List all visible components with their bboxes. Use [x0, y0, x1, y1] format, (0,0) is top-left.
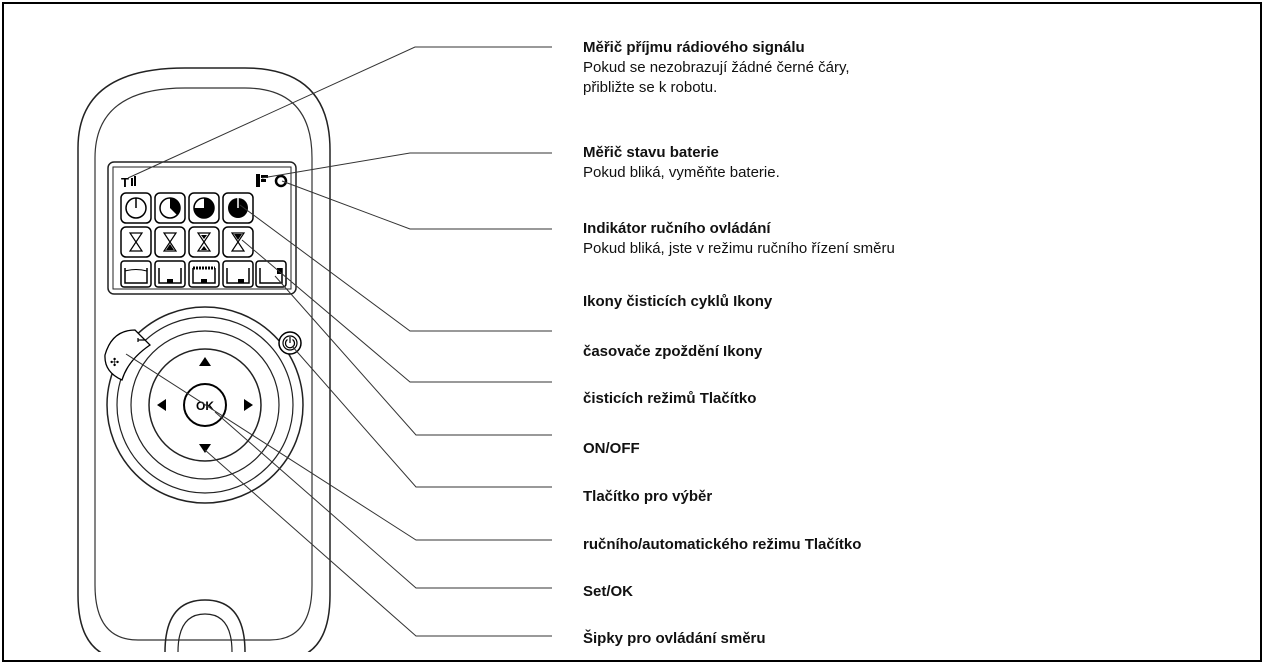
delay-timer-icons	[120, 226, 254, 258]
label-timer-icons: časovače zpoždění Ikony	[583, 342, 762, 362]
label-title: ON/OFF	[583, 440, 640, 457]
label-title: čisticích režimů Tlačítko	[583, 390, 757, 407]
ok-button-label: OK	[196, 399, 214, 413]
label-title: Indikátor ručního ovládání	[583, 220, 771, 237]
leader-lines	[125, 46, 552, 637]
label-cycle-icons: Ikony čisticích cyklů Ikony	[583, 292, 772, 312]
key-icon	[137, 338, 146, 342]
label-title: Měřič stavu baterie	[583, 144, 719, 161]
cleaning-cycle-icons	[120, 192, 254, 224]
signal-meter-icon: T	[121, 175, 136, 190]
label-manual-auto: ručního/automatického režimu Tlačítko	[583, 535, 861, 555]
label-title: Ikony čisticích cyklů Ikony	[583, 293, 773, 310]
manual-mode-indicator-icon	[274, 174, 288, 188]
label-title: Šipky pro ovládání směru	[583, 630, 766, 647]
label-on-off: ON/OFF	[583, 439, 640, 459]
arrow-down-button[interactable]	[199, 444, 211, 453]
power-icon	[284, 339, 296, 349]
label-direction-arrows: Šipky pro ovládání směru	[583, 629, 766, 649]
label-select-button: Tlačítko pro výběr	[583, 487, 712, 507]
label-title: ručního/automatického režimu Tlačítko	[583, 536, 862, 553]
manual-auto-icon: ✣	[110, 356, 119, 369]
label-title: Měřič příjmu rádiového signálu	[583, 39, 805, 56]
arrow-up-button[interactable]	[199, 357, 211, 366]
label-manual-indicator: Indikátor ručního ovládání Pokud bliká, …	[583, 219, 895, 259]
label-signal-meter: Měřič příjmu rádiového signálu Pokud se …	[583, 38, 883, 98]
label-desc: Pokud bliká, vyměňte baterie.	[583, 164, 780, 181]
label-desc: Pokud bliká, jste v režimu ručního řízen…	[583, 240, 895, 257]
label-desc: Pokud se nezobrazují žádné černé čáry, p…	[583, 59, 850, 96]
arrow-left-button[interactable]	[157, 399, 166, 411]
battery-meter-icon	[256, 174, 268, 187]
label-title: Tlačítko pro výběr	[583, 488, 713, 505]
label-title: časovače zpoždění Ikony	[583, 343, 763, 360]
cleaning-mode-icons	[120, 260, 287, 288]
lanyard-loop	[164, 599, 246, 652]
svg-text:T: T	[121, 175, 129, 190]
label-mode-icons: čisticích režimů Tlačítko	[583, 389, 756, 409]
label-battery-meter: Měřič stavu baterie Pokud bliká, vyměňte…	[583, 143, 780, 183]
label-title: Set/OK	[583, 583, 634, 600]
label-set-ok: Set/OK	[583, 582, 633, 602]
arrow-right-button[interactable]	[244, 399, 253, 411]
